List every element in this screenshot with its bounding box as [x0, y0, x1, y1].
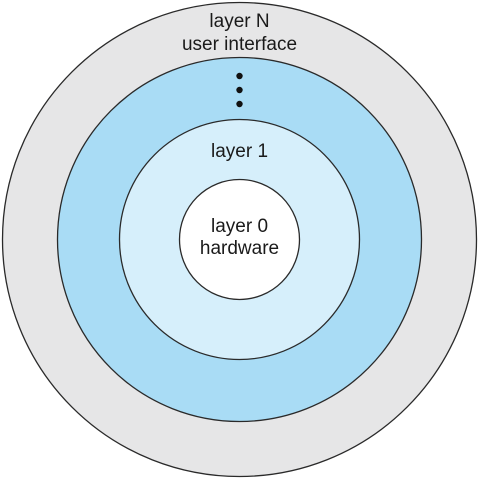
hardware-label: hardware [200, 238, 279, 259]
user-interface-label: user interface [182, 34, 297, 55]
layer-1-label: layer 1 [211, 141, 268, 162]
layer-n-label: layer N [209, 11, 269, 32]
vertical-ellipsis-icon [236, 72, 243, 108]
ellipsis-dot [236, 72, 243, 80]
ellipsis-dot [236, 86, 243, 94]
ellipsis-dot [236, 100, 243, 108]
layer-0-label: layer 0 [211, 216, 268, 237]
ring-layer-0 [178, 178, 301, 301]
